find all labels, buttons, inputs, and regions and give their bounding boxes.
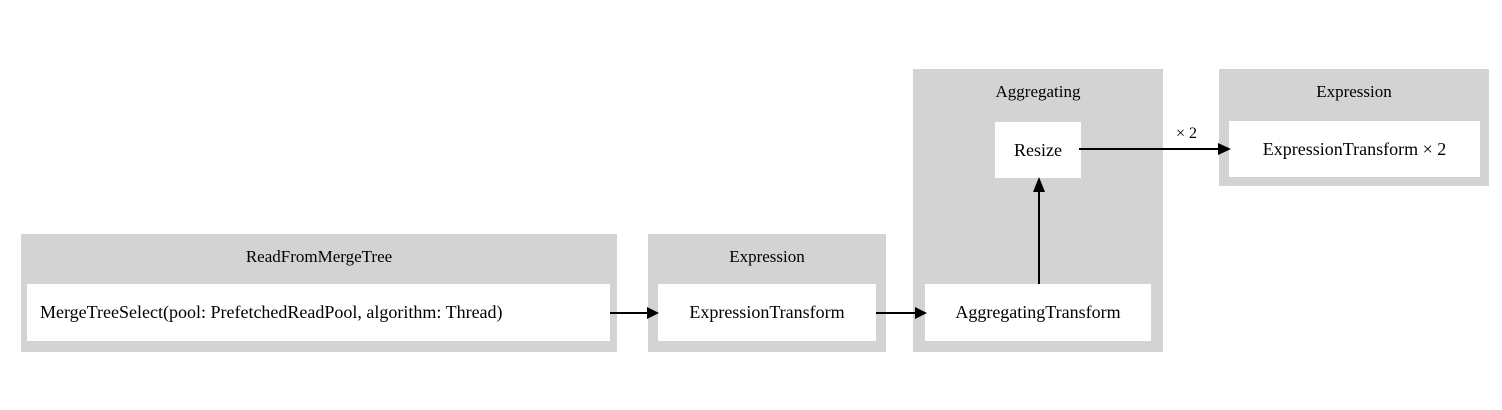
edge-expression-to-aggregating xyxy=(876,307,927,319)
cluster-label-aggregating: Aggregating xyxy=(995,82,1081,101)
node-merge-tree-select[interactable]: MergeTreeSelect(pool: PrefetchedReadPool… xyxy=(27,284,610,341)
cluster-label-read-from-merge-tree: ReadFromMergeTree xyxy=(245,247,393,266)
cluster-label-expression-middle: Expression xyxy=(729,247,805,266)
edge-merge-to-expression xyxy=(610,307,659,319)
node-expression-transform-x2[interactable]: ExpressionTransform × 2 xyxy=(1229,121,1480,177)
node-label-expression-transform: ExpressionTransform xyxy=(689,302,845,322)
node-label-merge-tree-select: MergeTreeSelect(pool: PrefetchedReadPool… xyxy=(40,302,503,322)
node-aggregating-transform[interactable]: AggregatingTransform xyxy=(925,284,1151,341)
edge-resize-to-expression-x2 xyxy=(1079,143,1231,155)
cluster-label-expression-right: Expression xyxy=(1316,82,1392,101)
node-label-expression-transform-x2: ExpressionTransform × 2 xyxy=(1262,138,1447,159)
edge-label-resize-to-expression-x2: × 2 xyxy=(1176,125,1198,142)
node-label-resize: Resize xyxy=(1014,139,1062,160)
node-label-aggregating-transform: AggregatingTransform xyxy=(955,302,1121,322)
edge-aggregating-to-resize xyxy=(1033,177,1045,284)
node-expression-transform[interactable]: ExpressionTransform xyxy=(658,284,876,341)
node-resize[interactable]: Resize xyxy=(995,122,1081,178)
